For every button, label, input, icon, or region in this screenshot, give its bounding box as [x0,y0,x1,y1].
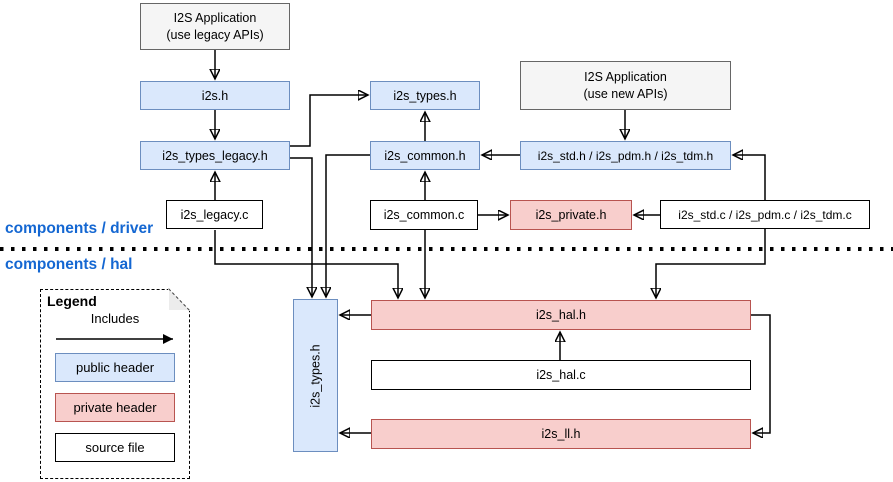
node-i2s-h: i2s.h [140,81,290,110]
node-i2s-application-legacy-label: I2S Application (use legacy APIs) [166,10,263,44]
node-i2s-types-h-driver: i2s_types.h [370,81,480,110]
node-i2s-ll-h-label: i2s_ll.h [541,427,581,441]
driver-layer-label: components / driver [5,220,154,237]
node-i2s-hal-c: i2s_hal.c [371,360,751,390]
node-i2s-common-c: i2s_common.c [370,200,478,230]
node-i2s-types-legacy-h-label: i2s_types_legacy.h [162,148,268,163]
node-i2s-hal-h: i2s_hal.h [371,300,751,330]
app-legacy-line2: (use legacy APIs) [166,27,264,42]
node-i2s-std-pdm-tdm-c: i2s_std.c / i2s_pdm.c / i2s_tdm.c [660,200,870,229]
node-i2s-application-new: I2S Application (use new APIs) [520,61,731,110]
legend-includes-arrow [56,334,173,344]
hal-layer-label: components / hal [5,256,133,273]
legend-title: Legend [47,293,97,309]
legend-source-file-swatch: source file [55,433,175,462]
app-new-line1: I2S Application [584,69,667,84]
node-i2s-types-legacy-h: i2s_types_legacy.h [140,141,290,170]
node-i2s-types-h-hal: i2s_types.h [293,299,338,452]
edge-i2s-types-legacy-h-to-i2s-types-h [290,95,368,147]
edge-i2s-common-h-to-hal-i2s-types-h [326,154,370,297]
node-i2s-common-h: i2s_common.h [370,141,480,170]
edge-i2s-std-c-to-i2s-hal-h [656,229,766,298]
legend-includes-label: Includes [90,311,140,326]
node-i2s-std-pdm-tdm-h-label: i2s_std.h / i2s_pdm.h / i2s_tdm.h [537,148,714,163]
edge-i2s-hal-h-to-i2s-ll-h [751,314,771,433]
node-i2s-types-h-hal-label: i2s_types.h [308,343,323,408]
node-i2s-std-pdm-tdm-h: i2s_std.h / i2s_pdm.h / i2s_tdm.h [520,141,731,170]
node-i2s-common-h-label: i2s_common.h [384,148,466,163]
legend: Legend Includes public header private he… [40,287,191,479]
node-i2s-application-legacy: I2S Application (use legacy APIs) [140,3,290,50]
node-i2s-application-new-label: I2S Application (use new APIs) [583,69,667,103]
node-i2s-hal-h-label: i2s_hal.h [535,308,587,322]
layer-divider-dotted-line [0,247,893,251]
node-i2s-hal-c-label: i2s_hal.c [536,368,586,382]
edge-i2s-std-c-to-i2s-std-h [733,155,766,200]
node-i2s-ll-h: i2s_ll.h [371,419,751,449]
edge-i2s-legacy-c-to-i2s-hal-h [214,230,398,298]
node-i2s-std-pdm-tdm-c-label: i2s_std.c / i2s_pdm.c / i2s_tdm.c [678,207,852,222]
node-i2s-private-h-label: i2s_private.h [535,208,607,222]
app-new-line2: (use new APIs) [583,86,668,101]
edge-i2s-types-legacy-h-to-hal-i2s-types-h [290,157,312,297]
node-i2s-types-h-driver-label: i2s_types.h [393,88,457,103]
legend-source-file-label: source file [85,440,145,455]
legend-public-header-swatch: public header [55,353,175,382]
legend-private-header-label: private header [73,400,157,415]
node-i2s-common-c-label: i2s_common.c [383,208,465,222]
app-legacy-line1: I2S Application [173,10,257,25]
node-i2s-h-label: i2s.h [201,88,229,103]
legend-private-header-swatch: private header [55,393,175,422]
legend-public-header-label: public header [75,360,155,375]
node-i2s-legacy-c-label: i2s_legacy.c [180,207,249,222]
node-i2s-legacy-c: i2s_legacy.c [166,200,263,229]
node-i2s-private-h: i2s_private.h [510,200,632,230]
